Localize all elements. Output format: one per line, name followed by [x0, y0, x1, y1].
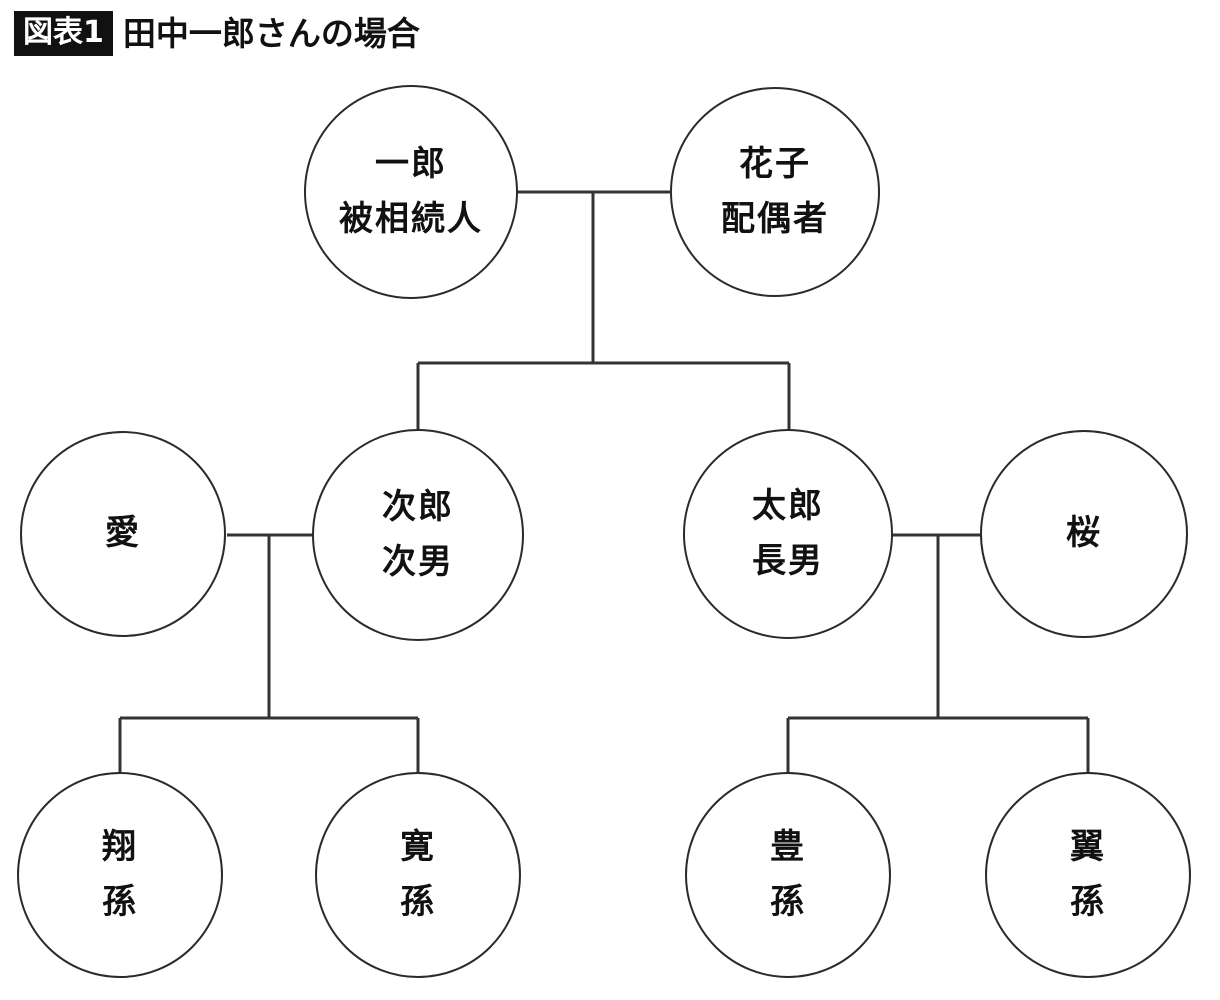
page-title: 田中一郎さんの場合 [122, 13, 420, 53]
node-jiro[interactable]: 次郎 次男 [312, 429, 524, 641]
node-tsubasa[interactable]: 翼 孫 [985, 772, 1191, 978]
node-hiroshi[interactable]: 寛 孫 [315, 772, 521, 978]
node-ai[interactable]: 愛 [20, 431, 226, 637]
node-ichiro[interactable]: 一郎 被相続人 [304, 85, 518, 299]
node-name-sho: 翔 [102, 826, 138, 867]
node-sho[interactable]: 翔 孫 [17, 772, 223, 978]
node-role-hiroshi: 孫 [400, 882, 436, 922]
figure-title-bar: 図表1 田中一郎さんの場合 [14, 10, 420, 56]
node-name-jiro: 次郎 [382, 486, 454, 527]
figure-number-badge: 図表1 [14, 10, 113, 56]
node-yutaka[interactable]: 豊 孫 [685, 772, 891, 978]
node-name-hanako: 花子 [739, 143, 811, 184]
node-name-sakura: 桜 [1066, 513, 1102, 554]
node-sakura[interactable]: 桜 [980, 430, 1188, 638]
node-name-ai: 愛 [105, 513, 141, 554]
node-hanako[interactable]: 花子 配偶者 [670, 87, 880, 297]
node-name-tsubasa: 翼 [1070, 826, 1106, 867]
node-role-sho: 孫 [102, 882, 138, 922]
node-role-tsubasa: 孫 [1070, 882, 1106, 922]
node-role-hanako: 配偶者 [721, 199, 829, 239]
node-role-taro: 長男 [752, 541, 824, 581]
node-taro[interactable]: 太郎 長男 [683, 429, 893, 639]
node-name-ichiro: 一郎 [375, 143, 447, 184]
node-role-yutaka: 孫 [770, 882, 806, 922]
node-name-hiroshi: 寛 [400, 826, 436, 867]
node-name-taro: 太郎 [752, 485, 824, 526]
node-name-yutaka: 豊 [770, 826, 806, 867]
node-role-ichiro: 被相続人 [339, 199, 483, 239]
node-role-jiro: 次男 [382, 542, 454, 582]
